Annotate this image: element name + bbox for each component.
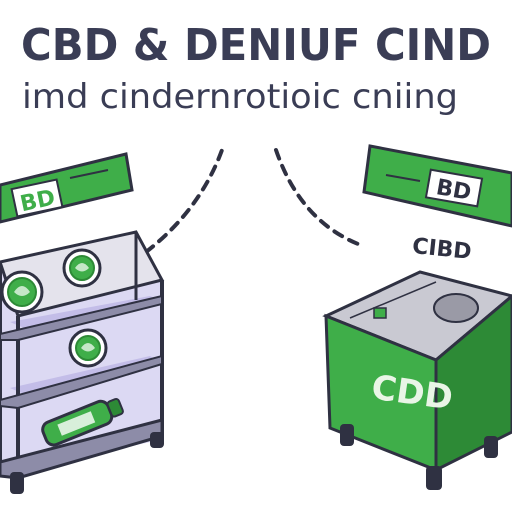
hemp-leaf-badge-icon xyxy=(0,270,44,314)
right-sign-label: BD xyxy=(434,175,473,206)
hemp-leaf-badge-icon xyxy=(62,248,102,288)
left-sign: BD xyxy=(0,152,134,224)
green-crate: CDD xyxy=(322,270,512,490)
headline-line-2: imd cindernrotioic cniing xyxy=(22,77,458,117)
cbd-bottle-icon xyxy=(41,398,124,447)
hemp-leaf-badge-icon xyxy=(68,328,108,368)
right-caption: CIBD xyxy=(411,234,473,265)
headline-line-1: CBD & DENIUF CIND xyxy=(21,20,491,71)
dashed-connector-right xyxy=(274,148,360,246)
dashed-connector-left xyxy=(144,148,224,254)
right-sign: BD xyxy=(362,144,512,228)
